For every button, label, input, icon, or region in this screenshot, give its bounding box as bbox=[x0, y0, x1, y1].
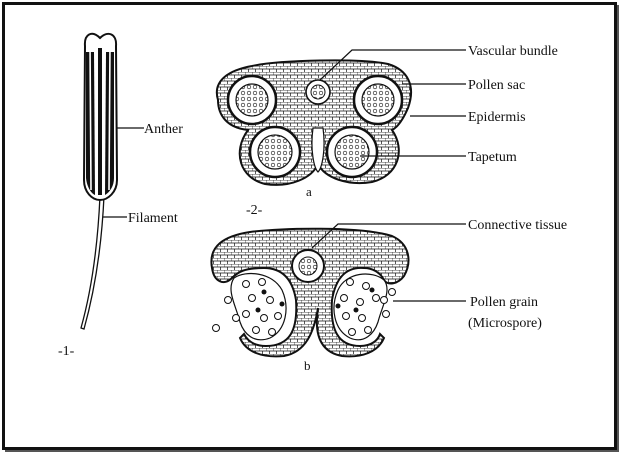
pollen-sac-upper-left bbox=[228, 76, 276, 124]
vascular-bundle-a bbox=[306, 80, 330, 104]
tapetum-label: Tapetum bbox=[468, 150, 517, 165]
figure-1-number: -1- bbox=[58, 344, 75, 359]
anther-section-a bbox=[217, 60, 411, 185]
epidermis-label: Epidermis bbox=[468, 110, 526, 125]
anther-section-b bbox=[211, 229, 408, 357]
pollen-sac-lower-left bbox=[250, 127, 300, 177]
anther-shape bbox=[84, 34, 117, 200]
filament-label: Filament bbox=[128, 211, 178, 226]
section-a-letter: a bbox=[306, 184, 312, 199]
connective-tissue-label: Connective tissue bbox=[468, 218, 567, 233]
pollen-sac-lower-right bbox=[327, 127, 377, 177]
pollen-sac-upper-right bbox=[354, 76, 402, 124]
vascular-bundle-label: Vascular bundle bbox=[468, 44, 558, 59]
anther-label: Anther bbox=[144, 122, 183, 137]
pollen-sac-label: Pollen sac bbox=[468, 78, 525, 93]
figure-2-number: -2- bbox=[246, 203, 263, 218]
filament-shape bbox=[81, 196, 104, 329]
vascular-bundle-b bbox=[292, 250, 324, 282]
pollen-grain-label: Pollen grain bbox=[470, 295, 538, 310]
section-b-letter: b bbox=[304, 358, 311, 373]
microspore-label: (Microspore) bbox=[468, 316, 542, 331]
stamen-drawing bbox=[81, 34, 117, 329]
